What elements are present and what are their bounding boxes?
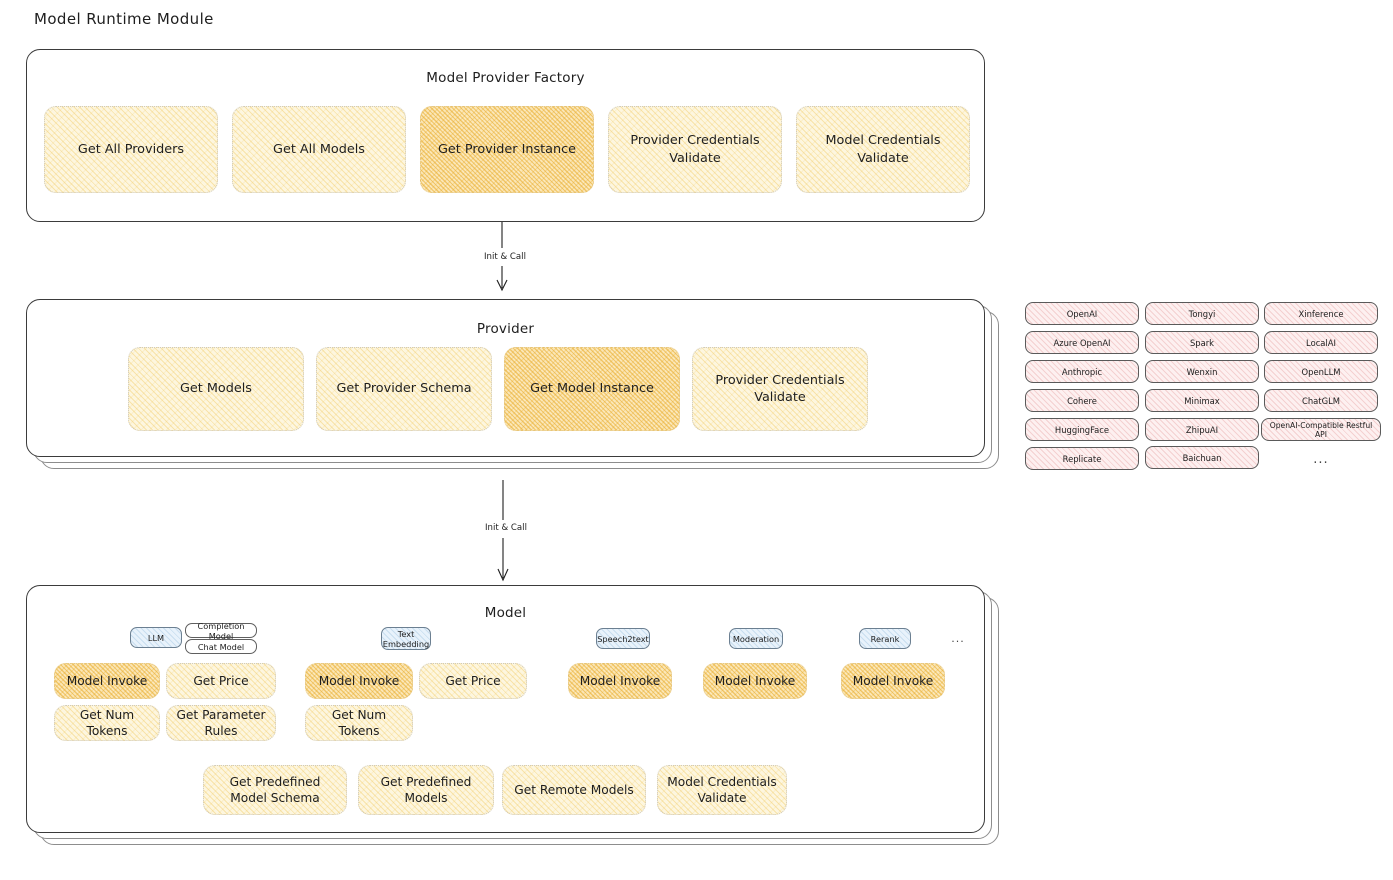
speech2text-card-model-invoke[interactable]: Model Invoke xyxy=(568,663,672,699)
page-title: Model Runtime Module xyxy=(34,10,214,28)
provider-pill-anthropic[interactable]: Anthropic xyxy=(1025,360,1139,383)
model-title: Model xyxy=(484,605,527,621)
provider-pill-zhipuai[interactable]: ZhipuAI xyxy=(1145,418,1259,441)
model-card-model-credentials-validate[interactable]: Model Credentials Validate xyxy=(657,765,787,815)
provider-card-get-provider-schema[interactable]: Get Provider Schema xyxy=(316,347,492,431)
provider-pill-azure-openai[interactable]: Azure OpenAI xyxy=(1025,331,1139,354)
provider-pill-openai-compatible-restful-api[interactable]: OpenAI-Compatible Restful API xyxy=(1261,418,1381,441)
provider-pill-openai[interactable]: OpenAI xyxy=(1025,302,1139,325)
llm-card-get-num-tokens[interactable]: Get Num Tokens xyxy=(54,705,160,741)
provider-pill-spark[interactable]: Spark xyxy=(1145,331,1259,354)
provider-pill-chatglm[interactable]: ChatGLM xyxy=(1264,389,1378,412)
factory-card-get-all-models[interactable]: Get All Models xyxy=(232,106,406,193)
model-card-get-remote-models[interactable]: Get Remote Models xyxy=(502,765,646,815)
model-card-get-predefined-models[interactable]: Get Predefined Models xyxy=(358,765,494,815)
model-type-badge-speech2text[interactable]: Speech2text xyxy=(596,628,650,649)
arrow-label-provider-model: Init & Call xyxy=(467,523,545,533)
factory-card-get-all-providers[interactable]: Get All Providers xyxy=(44,106,218,193)
arrow-label-factory-provider: Init & Call xyxy=(466,252,544,262)
model-provider-factory-title: Model Provider Factory xyxy=(426,70,585,86)
model-subtype-badge-completion-model[interactable]: Completion Model xyxy=(185,621,257,641)
factory-card-provider-credentials-validate[interactable]: Provider Credentials Validate xyxy=(608,106,782,193)
model-type-badge-text-embedding[interactable]: Text Embedding xyxy=(381,627,431,650)
provider-pill-baichuan[interactable]: Baichuan xyxy=(1145,446,1259,469)
rerank-card-model-invoke[interactable]: Model Invoke xyxy=(841,663,945,699)
llm-card-get-parameter-rules[interactable]: Get Parameter Rules xyxy=(166,705,276,741)
moderation-card-model-invoke[interactable]: Model Invoke xyxy=(703,663,807,699)
model-type-badge-llm[interactable]: LLM xyxy=(130,627,182,648)
llm-card-get-price[interactable]: Get Price xyxy=(166,663,276,699)
provider-pill-huggingface[interactable]: HuggingFace xyxy=(1025,418,1139,441)
model-type-badge-moderation[interactable]: Moderation xyxy=(729,628,783,649)
provider-pill-xinference[interactable]: Xinference xyxy=(1264,302,1378,325)
provider-card-provider-credentials-validate[interactable]: Provider Credentials Validate xyxy=(692,347,868,431)
provider-pill-minimax[interactable]: Minimax xyxy=(1145,389,1259,412)
model-types-more-ellipsis: ... xyxy=(951,632,965,645)
model-subtype-badge-chat-model[interactable]: Chat Model xyxy=(185,639,257,654)
provider-pill-openllm[interactable]: OpenLLM xyxy=(1264,360,1378,383)
provider-card-get-models[interactable]: Get Models xyxy=(128,347,304,431)
provider-pill-cohere[interactable]: Cohere xyxy=(1025,389,1139,412)
provider-card-get-model-instance[interactable]: Get Model Instance xyxy=(504,347,680,431)
provider-pill-wenxin[interactable]: Wenxin xyxy=(1145,360,1259,383)
text-embedding-card-get-price[interactable]: Get Price xyxy=(419,663,527,699)
provider-list-more-ellipsis: ... xyxy=(1313,452,1329,467)
llm-card-model-invoke[interactable]: Model Invoke xyxy=(54,663,160,699)
model-type-badge-rerank[interactable]: Rerank xyxy=(859,628,911,649)
text-embedding-card-get-num-tokens[interactable]: Get Num Tokens xyxy=(305,705,413,741)
factory-card-model-credentials-validate[interactable]: Model Credentials Validate xyxy=(796,106,970,193)
model-card-get-predefined-model-schema[interactable]: Get Predefined Model Schema xyxy=(203,765,347,815)
provider-pill-localai[interactable]: LocalAI xyxy=(1264,331,1378,354)
provider-pill-replicate[interactable]: Replicate xyxy=(1025,447,1139,470)
provider-title: Provider xyxy=(476,321,535,337)
provider-pill-tongyi[interactable]: Tongyi xyxy=(1145,302,1259,325)
text-embedding-card-model-invoke[interactable]: Model Invoke xyxy=(305,663,413,699)
factory-card-get-provider-instance[interactable]: Get Provider Instance xyxy=(420,106,594,193)
